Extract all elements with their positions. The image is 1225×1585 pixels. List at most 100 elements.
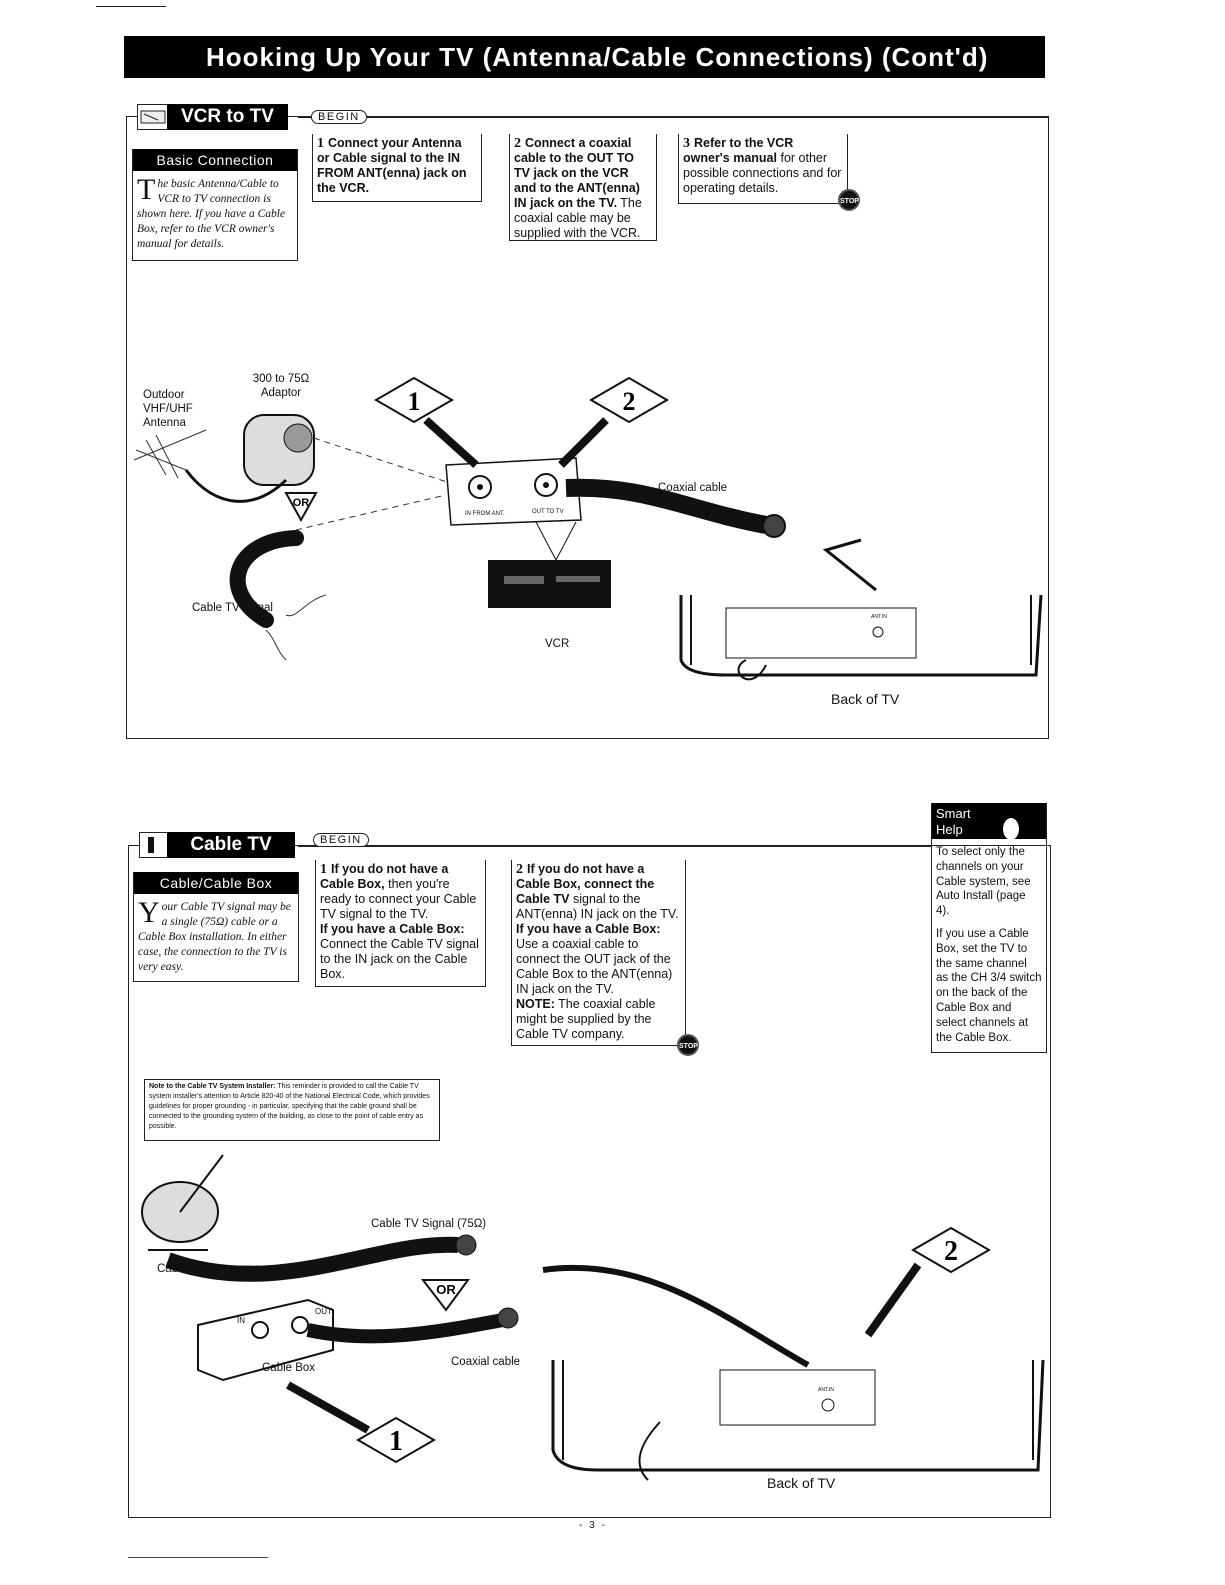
- svg-text:1: 1: [389, 1426, 403, 1457]
- satellite-dish-icon: [141, 1154, 224, 1251]
- info-title: Basic Connection: [133, 149, 297, 171]
- page-title: Hooking Up Your TV (Antenna/Cable Connec…: [124, 36, 1045, 78]
- ant-in-label: ANT.IN: [871, 614, 887, 620]
- step-number: 1: [317, 136, 324, 151]
- info-body: he basic Antenna/Cable to VCR to TV conn…: [137, 178, 286, 250]
- smart-help-title: Smart Help: [932, 803, 1046, 839]
- note-text: This reminder is provided to call the Ca…: [149, 1083, 430, 1130]
- step-text: Connect your Antenna or Cable signal to …: [317, 136, 467, 195]
- antenna-icon: [133, 429, 207, 479]
- callout-1-icon: 1: [374, 376, 479, 468]
- step-bold-2: If you have a Cable Box:: [516, 922, 661, 936]
- or-label: OR: [293, 497, 310, 509]
- smart-help-body: To select only the channels on your Cabl…: [932, 839, 1046, 1051]
- tv-back-icon: [551, 1359, 1045, 1481]
- step-number: 2: [514, 136, 521, 151]
- note-title: Note to the Cable TV System Installer:: [149, 1083, 276, 1090]
- step-number: 1: [320, 862, 327, 877]
- back-of-tv-label: Back of TV: [831, 691, 900, 707]
- cable-company-label: Cable TV Company: [157, 1263, 258, 1275]
- vcr-label: VCR: [545, 638, 570, 650]
- coax-label: Coaxial cable: [658, 482, 728, 494]
- page-number: - 3 -: [579, 1520, 607, 1531]
- svg-text:1: 1: [408, 387, 421, 416]
- step-bold-text: Connect a coaxial cable to the OUT TO TV…: [514, 136, 640, 210]
- top-rule: [96, 6, 166, 7]
- tv-back-icon: [679, 594, 1043, 681]
- stop-icon: STOP: [838, 189, 860, 211]
- adaptor-icon: [184, 414, 315, 503]
- svg-text:2: 2: [944, 1236, 958, 1267]
- callout-2-icon: 2: [558, 376, 669, 468]
- callout-2-icon: 2: [864, 1226, 991, 1338]
- box-out-label: OUT: [315, 1307, 332, 1316]
- smart-title-1: Smart: [936, 806, 971, 821]
- step-text-1: signal to the ANT(enna) IN jack on the T…: [516, 892, 679, 921]
- or-icon: OR: [420, 1279, 470, 1312]
- svg-text:2: 2: [623, 387, 636, 416]
- step-bold-2: If you have a Cable Box:: [320, 922, 465, 936]
- ant-in-label: ANT.IN: [818, 1387, 834, 1393]
- or-icon: OR: [284, 492, 318, 523]
- back-of-tv-label: Back of TV: [767, 1475, 836, 1491]
- step-text-2: Connect the Cable TV signal to the IN ja…: [320, 937, 479, 981]
- info-title: Cable/Cable Box: [134, 872, 298, 894]
- svg-text:OR: OR: [436, 1282, 456, 1297]
- cable-diagram: OR 1 2: [141, 1154, 1045, 1481]
- jack-out-label: OUT TO TV: [532, 509, 564, 515]
- jack-in-label: IN FROM ANT.: [465, 511, 505, 517]
- bottom-rule: [128, 1557, 268, 1558]
- cable-box-label: Cable Box: [262, 1362, 316, 1374]
- cable-tv-signal-cable: [165, 1236, 459, 1282]
- antenna-label: Outdoor VHF/UHF Antenna: [143, 389, 193, 429]
- vcr-diagram: OR 1 2: [133, 376, 1043, 681]
- vcr-unit-icon: [488, 521, 611, 608]
- step-bold-text: Refer to the VCR owner's manual: [683, 136, 794, 165]
- dropcap: Y: [138, 896, 160, 929]
- lightbulb-icon: [1003, 818, 1019, 840]
- adaptor-label: 300 to 75Ω Adaptor: [252, 373, 310, 399]
- begin-badge: BEGIN: [311, 110, 367, 124]
- coax-label: Coaxial cable: [451, 1356, 521, 1368]
- step-text-2: Use a coaxial cable to connect the OUT j…: [516, 937, 673, 996]
- vcr-jack-panel: [445, 457, 582, 526]
- cable-icon: [139, 832, 169, 858]
- callout-1-icon: 1: [286, 1381, 436, 1464]
- cable-signal-label: Cable TV Signal (75Ω): [371, 1218, 487, 1230]
- info-body: our Cable TV signal may be a single (75Ω…: [138, 901, 291, 973]
- step-number: 2: [516, 862, 523, 877]
- smart-help-p1: To select only the channels on your Cabl…: [936, 846, 1031, 918]
- section-rule: [298, 116, 1048, 118]
- smart-help-box: Smart Help To select only the channels o…: [931, 803, 1047, 1053]
- step-number: 3: [683, 136, 690, 151]
- smart-title-2: Help: [936, 822, 963, 837]
- section-label-vcr-to-tv: VCR to TV: [167, 104, 288, 130]
- installer-note: Note to the Cable TV System Installer: T…: [144, 1079, 440, 1141]
- note-text: The coaxial cable might be supplied by t…: [516, 997, 656, 1041]
- coax-cable: [565, 478, 768, 534]
- arrow-icon: [542, 1264, 810, 1368]
- step-text: The coaxial cable may be supplied with t…: [514, 196, 642, 240]
- box-in-label: IN: [237, 1316, 245, 1325]
- cable-tv-signal-label: Cable TV signal: [192, 602, 273, 614]
- cable-tv-signal-cable: [229, 530, 304, 628]
- vcr-icon: [137, 104, 169, 130]
- stop-icon: STOP: [677, 1034, 699, 1056]
- smart-help-p2: If you use a Cable Box, set the TV to th…: [936, 927, 1042, 1044]
- section-rule: [298, 845, 931, 847]
- step-text-1: then you're ready to connect your Cable …: [320, 877, 477, 921]
- section-label-cable-tv: Cable TV: [167, 832, 295, 858]
- note-bold: NOTE:: [516, 997, 555, 1011]
- step-text: for other possible connections and for o…: [683, 151, 842, 195]
- step-bold-1: If you do not have a Cable Box,: [320, 862, 449, 891]
- step-bold-1: If you do not have a Cable Box, connect …: [516, 862, 655, 906]
